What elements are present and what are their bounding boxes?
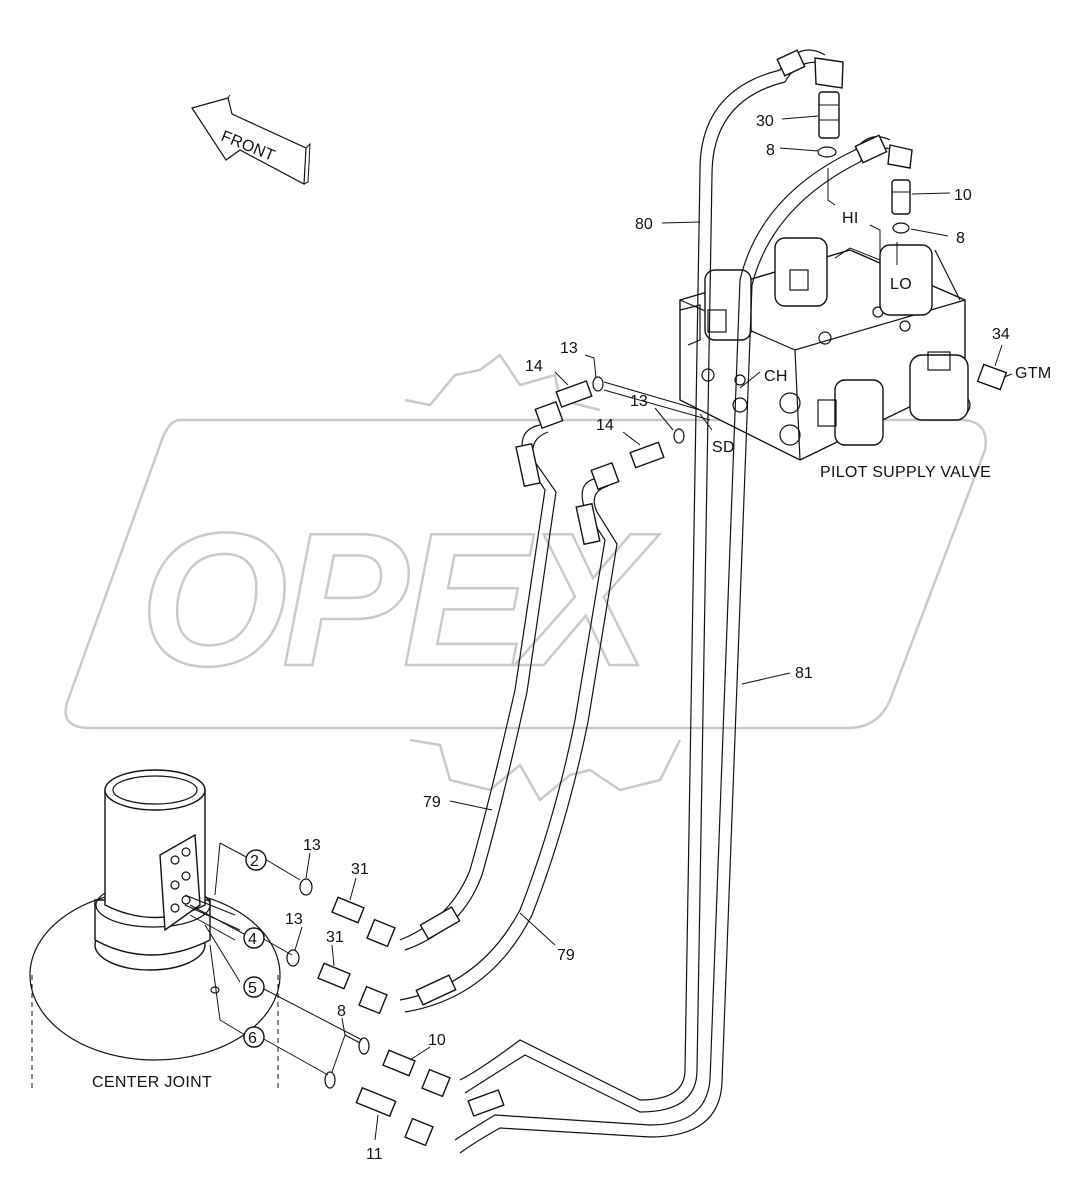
callout-31-a: 31: [351, 861, 369, 878]
pilot-supply-valve-label: PILOT SUPPLY VALVE: [820, 464, 991, 481]
callout-79-a: 79: [423, 794, 441, 811]
port-sd-label: SD: [712, 439, 735, 456]
callout-79-b: 79: [557, 947, 575, 964]
circled-ports: 2 4 5 6: [243, 849, 267, 1048]
callout-14-b: 14: [596, 417, 614, 434]
pilot-supply-valve: [679, 237, 971, 461]
center-joint: [29, 769, 281, 1090]
callout-10-bottom: 10: [428, 1032, 446, 1049]
port-lo-label: LO: [890, 276, 912, 293]
port-gtm-label: GTM: [1015, 365, 1051, 382]
callout-13-a: 13: [560, 340, 578, 357]
callout-31-b: 31: [326, 929, 344, 946]
callout-13-b: 13: [630, 393, 648, 410]
port-4-label: 4: [248, 931, 257, 948]
callout-8-top: 8: [766, 142, 775, 159]
port-ch-label: CH: [764, 368, 788, 385]
port-6-label: 6: [248, 1030, 257, 1047]
callout-8-right: 8: [956, 230, 965, 247]
callout-14-a: 14: [525, 358, 543, 375]
port-hi-label: HI: [842, 210, 859, 227]
callout-30: 30: [756, 113, 774, 130]
callout-81: 81: [795, 665, 813, 682]
callout-10-top: 10: [954, 187, 972, 204]
callout-13-d: 13: [285, 911, 303, 928]
hose-81: [454, 134, 896, 1154]
labels: PILOT SUPPLY VALVE CENTER JOINT HI LO CH…: [92, 113, 1051, 1163]
hose-79-upper: [399, 424, 557, 951]
callout-34: 34: [992, 326, 1010, 343]
center-joint-label: CENTER JOINT: [92, 1074, 212, 1091]
callout-80: 80: [635, 216, 653, 233]
watermark-text: OPEX: [140, 494, 660, 706]
leader-lines: [189, 115, 1013, 1141]
watermark: OPEX: [64, 353, 987, 802]
port-5-label: 5: [248, 980, 257, 997]
fittings: [286, 57, 1008, 1147]
hose-79-lower: [399, 477, 618, 1013]
front-arrow: FRONT: [191, 94, 311, 185]
callout-13-c: 13: [303, 837, 321, 854]
callout-11: 11: [366, 1146, 383, 1163]
port-2-label: 2: [250, 853, 259, 870]
hose-80: [459, 49, 831, 1113]
callout-8-bottom: 8: [337, 1003, 346, 1020]
